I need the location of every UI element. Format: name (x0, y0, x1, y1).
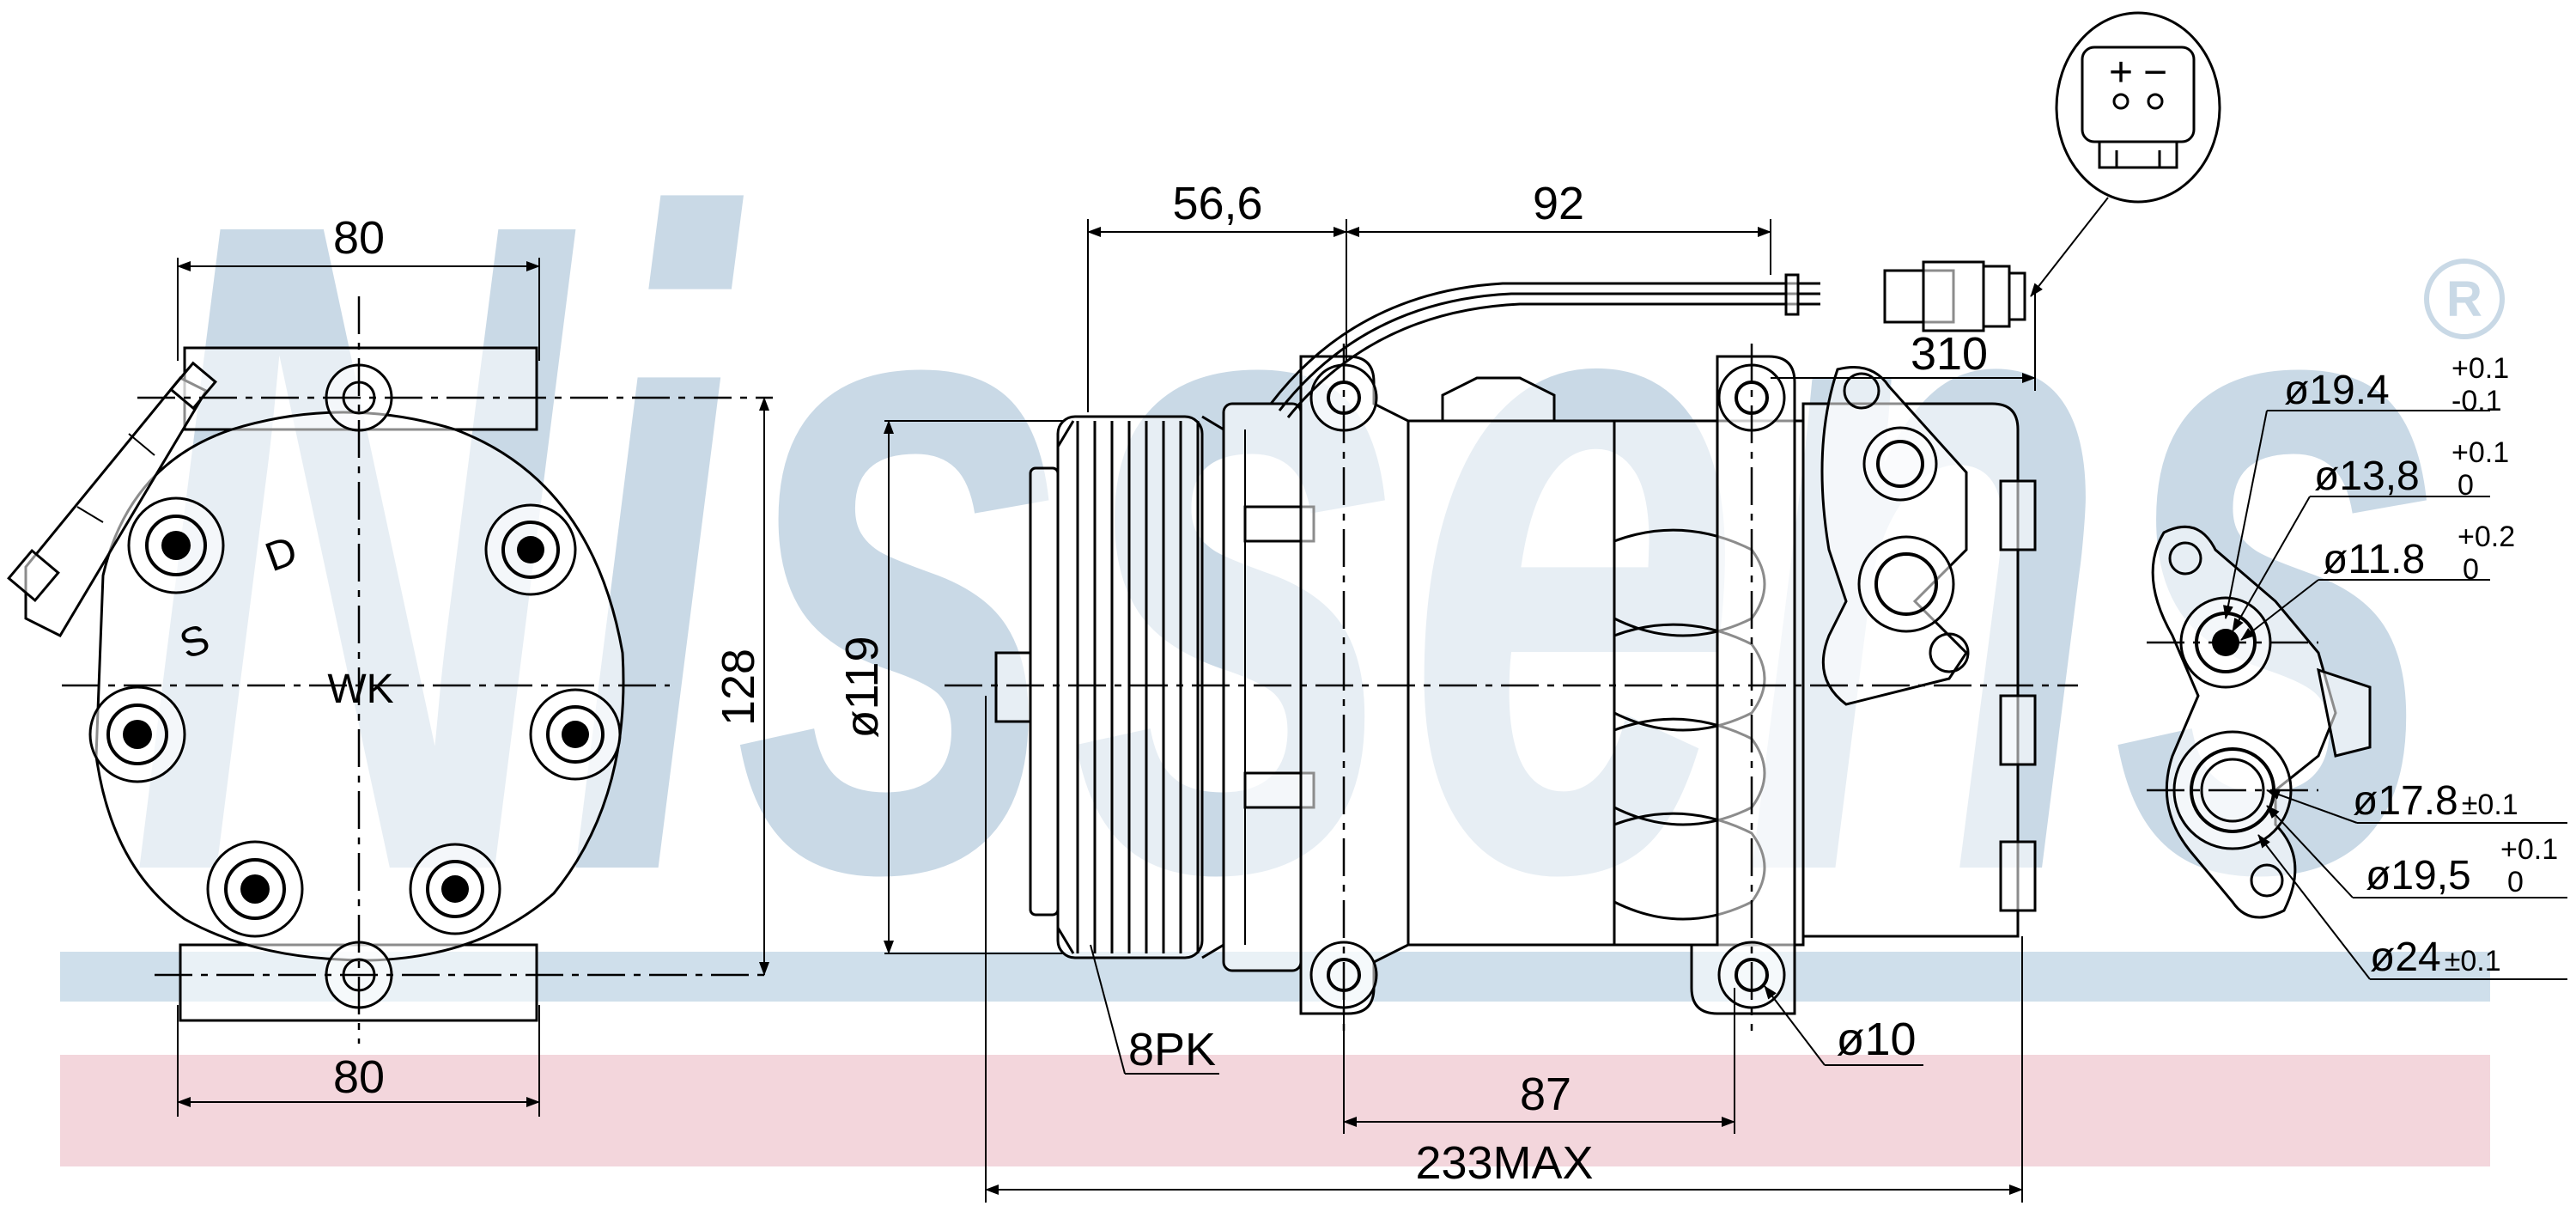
bolt-bosses (88, 496, 622, 938)
dim-mount-spacing: 87 (1520, 1069, 1571, 1120)
dim-side-width-top: 80 (333, 212, 385, 264)
clutch-coil (1222, 402, 1303, 972)
port-dim-3: ø11.8 (2323, 537, 2425, 582)
pin-plus: + (2109, 50, 2133, 95)
pulley (994, 415, 1225, 959)
port-dim-2: ø13,8 (2314, 454, 2420, 499)
dim-pulley-offset: 56,6 (1172, 178, 1262, 229)
port-dim-1: ø19.4 (2284, 368, 2390, 413)
dim-overall-length: 233MAX (1415, 1137, 1593, 1189)
registered-r: R (2446, 271, 2482, 327)
dim-side-height: 128 (713, 649, 764, 726)
cable (1269, 282, 1820, 405)
registered-mark-circle (2424, 259, 2505, 339)
port-dim-5-tol-lower: 0 (2507, 866, 2524, 898)
port-dim-1-tol-lower: -0.1 (2451, 385, 2502, 417)
port-dim-1-tol-upper: +0.1 (2451, 352, 2509, 385)
front-view: 56,6 92 310 ø119 8PK ø10 87 233MAX (836, 178, 2078, 1203)
dim-cable-length: 310 (1911, 328, 1988, 380)
port-dim-4: ø17.8±0.1 (2353, 778, 2518, 824)
port-dim-5-tol-upper: +0.1 (2500, 833, 2558, 866)
dim-side-width-bottom: 80 (333, 1051, 385, 1103)
pulley-ribs (1076, 421, 1200, 953)
port-dim-2-tol-upper: +0.1 (2451, 436, 2509, 469)
center-label: WK (327, 667, 393, 712)
port-detail: ø19.4 +0.1 -0.1 ø13,8 +0.1 0 ø11.8 +0.2 … (2147, 352, 2567, 980)
compressor-body (1406, 419, 1805, 947)
pink-band (60, 1055, 2490, 1166)
port-dim-3-tol-lower: 0 (2463, 553, 2479, 586)
connector-detail: + − (2030, 11, 2221, 297)
top-boss (1441, 376, 1556, 423)
dim-body-to-connector: 92 (1533, 178, 1584, 229)
port-dim-3-tol-upper: +0.2 (2458, 521, 2515, 553)
belt-type-label: 8PK (1128, 1024, 1216, 1075)
port-dim-2-tol-lower: 0 (2458, 469, 2474, 502)
port-dim-5: ø19,5 (2366, 853, 2471, 898)
side-view: S D WK 80 80 128 (7, 212, 773, 1117)
inline-connector (1883, 260, 2026, 332)
port-dim-6: ø24±0.1 (2370, 935, 2501, 980)
rear-bracket (1690, 355, 1796, 1015)
mount-hole-label: ø10 (1836, 1014, 1916, 1065)
dim-pulley-diameter: ø119 (836, 636, 888, 738)
pin-minus: − (2143, 50, 2167, 95)
